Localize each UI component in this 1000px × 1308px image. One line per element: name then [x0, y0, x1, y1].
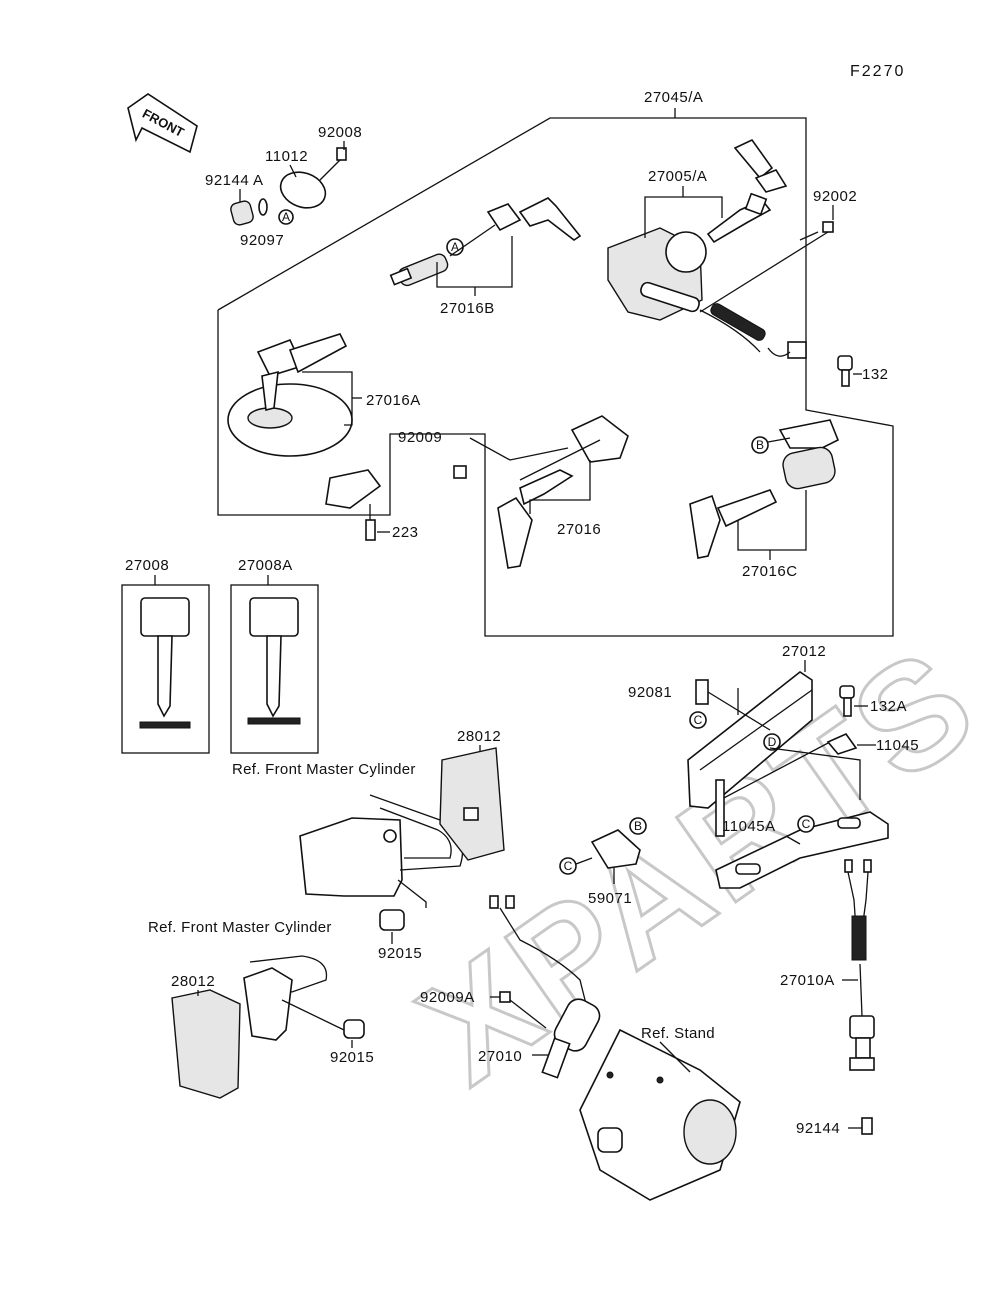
callout-c: C: [694, 713, 703, 727]
part-label-11012: 11012: [265, 148, 308, 165]
fuel-cap-27016a: [227, 333, 382, 509]
key-27008a: [230, 584, 319, 754]
part-label-92081: 92081: [628, 684, 672, 701]
part-label-27012: 27012: [782, 643, 826, 660]
part-label-92144a: 92144 A: [205, 172, 264, 189]
part-label-27016: 27016: [557, 521, 601, 538]
callout-b: B: [756, 438, 764, 452]
part-label-92009: 92009: [398, 429, 442, 446]
part-label-27010: 27010: [478, 1048, 522, 1065]
seat-lock-27016b: A: [389, 197, 582, 287]
kit-outline: [217, 108, 894, 637]
part-label-92097: 92097: [240, 232, 284, 249]
part-label-59071: 59071: [588, 890, 632, 907]
part-label-92015-b: 92015: [330, 1049, 374, 1066]
part-label-92002: 92002: [813, 188, 857, 205]
callout-a: A: [282, 210, 290, 224]
bracket-lock-27016c: B: [689, 419, 840, 559]
part-label-92009a: 92009A: [420, 989, 475, 1006]
figure-code: F2270: [850, 63, 905, 80]
side-stand-switch-27010: [489, 895, 741, 1201]
callout-a: A: [451, 240, 459, 254]
bracket-27012: C D: [687, 671, 831, 837]
part-label-11045: 11045: [876, 737, 919, 754]
callout-c: C: [802, 817, 811, 831]
ref-stand: Ref. Stand: [641, 1025, 715, 1042]
lock-cap-assembly: A: [230, 147, 347, 226]
front-arrow-icon: FRONT: [127, 93, 198, 154]
callout-b: B: [634, 819, 642, 833]
part-label-92144: 92144: [796, 1120, 840, 1137]
part-label-92015-a: 92015: [378, 945, 422, 962]
callout-c: C: [564, 859, 573, 873]
switch-27010a: [844, 859, 875, 1071]
part-label-28012-b: 28012: [171, 973, 215, 990]
part-label-27008: 27008: [125, 557, 169, 574]
part-label-27016b: 27016B: [440, 300, 495, 317]
part-label-92008: 92008: [318, 124, 362, 141]
part-label-11045a: 11045A: [722, 818, 776, 835]
switch-59071: C B: [559, 817, 647, 875]
helmet-lock-27016: [497, 415, 629, 569]
reflector-bracket-2: [171, 955, 365, 1099]
ref-front-master-cylinder-2: Ref. Front Master Cylinder: [148, 919, 332, 936]
ref-front-master-cylinder-1: Ref. Front Master Cylinder: [232, 761, 416, 778]
part-label-27005a: 27005/A: [648, 168, 707, 185]
part-label-223: 223: [392, 524, 419, 541]
part-label-132a: 132A: [870, 698, 907, 715]
callout-d: D: [768, 735, 777, 749]
reflector-bracket-1: [299, 747, 505, 897]
part-label-132: 132: [862, 366, 889, 383]
part-label-28012-a: 28012: [457, 728, 501, 745]
part-label-27045a: 27045/A: [644, 89, 703, 106]
part-label-27016a: 27016A: [366, 392, 421, 409]
key-27008: [121, 584, 210, 754]
plate-11045a: C: [715, 811, 889, 889]
part-label-27016c: 27016C: [742, 563, 798, 580]
part-label-27008a: 27008A: [238, 557, 293, 574]
part-label-27010a: 27010A: [780, 972, 835, 989]
ignition-switch-27005a: [607, 138, 807, 359]
